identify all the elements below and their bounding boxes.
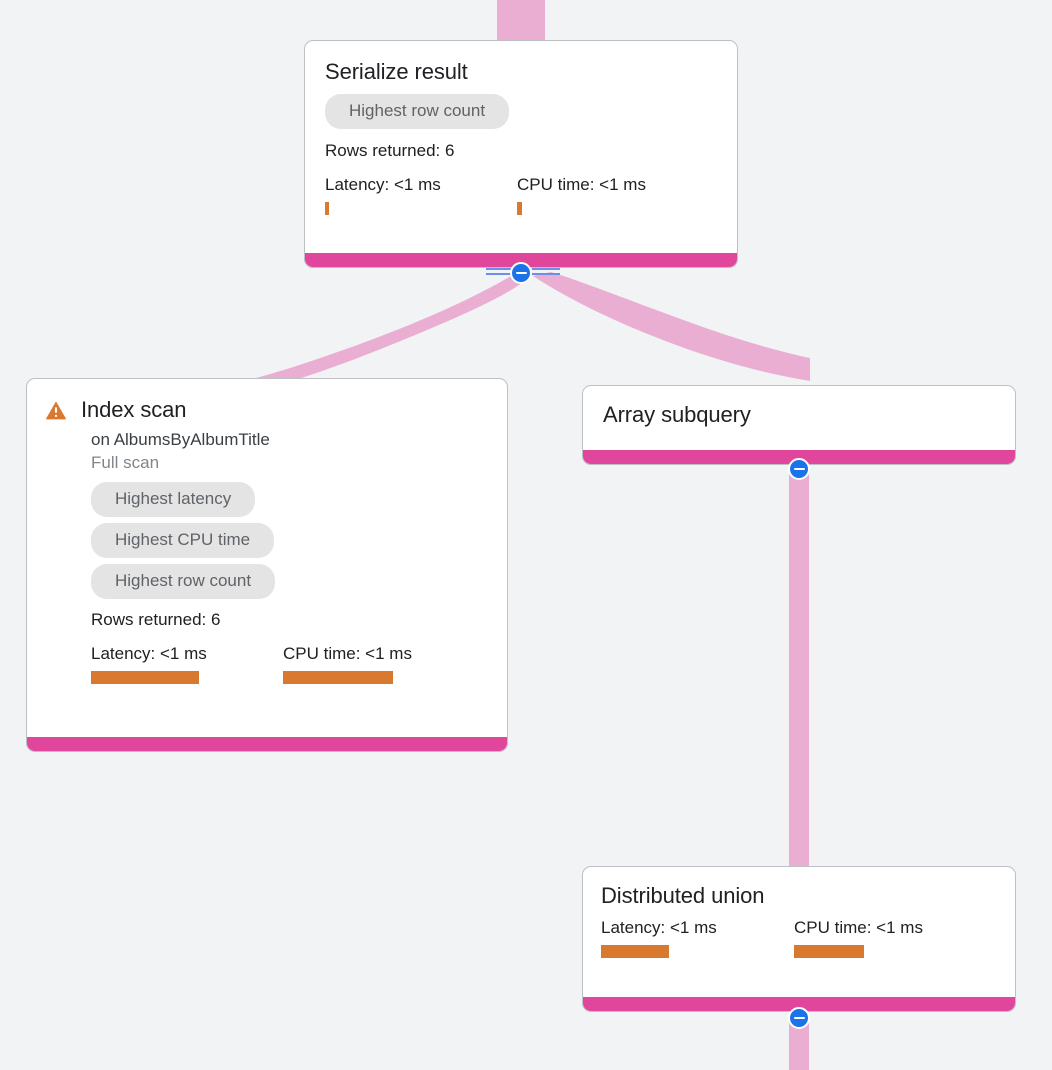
node-subtitle: on AlbumsByAlbumTitle [91, 430, 270, 449]
metric-cpu-time-bar [517, 202, 522, 215]
metric-latency: Latency: <1 ms [325, 175, 517, 215]
chip-list: Highest latency Highest CPU time Highest… [91, 482, 487, 605]
collapse-toggle-array-subquery[interactable] [788, 458, 810, 480]
chip-highest-cpu-time: Highest CPU time [91, 523, 275, 558]
node-body: Serialize result Highest row count Rows … [305, 41, 737, 231]
metric-latency-label: Latency: <1 ms [91, 644, 207, 663]
metric-cpu-time-bar [283, 671, 393, 684]
chip-list: Highest row count [325, 94, 717, 135]
node-header: Serialize result [325, 59, 717, 85]
chip-row: Highest latency [91, 482, 487, 523]
node-header: Index scan [45, 397, 487, 423]
node-body: Distributed union Latency: <1 ms CPU tim… [583, 867, 1015, 972]
node-title: Distributed union [601, 883, 765, 908]
toggle-line [532, 273, 560, 275]
chip-row: Highest CPU time [91, 523, 487, 564]
chip-highest-latency: Highest latency [91, 482, 256, 517]
metric-latency-bar [325, 202, 329, 215]
metrics-row: Latency: <1 ms CPU time: <1 ms [325, 175, 717, 215]
node-body: Array subquery [583, 386, 1015, 438]
metrics-row: Latency: <1 ms CPU time: <1 ms [601, 918, 995, 958]
chip-highest-row-count: Highest row count [91, 564, 276, 599]
metric-latency-bar [91, 671, 199, 684]
node-header: Array subquery [603, 402, 995, 428]
metric-latency-label: Latency: <1 ms [601, 918, 717, 937]
chip-highest-row-count: Highest row count [325, 94, 510, 129]
toggle-line [532, 268, 560, 270]
chip-row: Highest row count [325, 94, 717, 135]
node-title: Array subquery [603, 402, 751, 427]
metric-cpu-time-label: CPU time: <1 ms [794, 918, 923, 937]
node-subtitle-secondary: Full scan [91, 453, 160, 472]
minus-icon [793, 467, 805, 471]
node-header: Distributed union [601, 883, 995, 909]
metric-cpu-time-label: CPU time: <1 ms [517, 175, 646, 194]
edge-parent-to-serialize [497, 0, 545, 44]
metric-latency: Latency: <1 ms [91, 644, 283, 684]
metric-latency-bar [601, 945, 669, 958]
edge-serialize-to-index-scan [248, 276, 529, 381]
metric-cpu-time: CPU time: <1 ms [283, 644, 412, 684]
node-distributed-union[interactable]: Distributed union Latency: <1 ms CPU tim… [582, 866, 1016, 1012]
metric-cpu-time-bar [794, 945, 864, 958]
node-accent-bar [583, 997, 1015, 1011]
rows-returned-label: Rows returned: 6 [325, 141, 455, 160]
edge-array-subquery-to-distributed-union [789, 468, 809, 872]
warning-icon [46, 401, 66, 420]
toggle-decoration-lines-right [532, 268, 560, 275]
collapse-toggle-serialize-result[interactable] [510, 262, 532, 284]
node-title: Serialize result [325, 59, 468, 84]
metric-latency-label: Latency: <1 ms [325, 175, 441, 194]
metric-latency: Latency: <1 ms [601, 918, 794, 958]
metric-cpu-time: CPU time: <1 ms [794, 918, 923, 958]
node-index-scan[interactable]: Index scan on AlbumsByAlbumTitle Full sc… [26, 378, 508, 752]
node-title: Index scan [81, 397, 187, 422]
minus-icon [793, 1016, 805, 1020]
node-accent-bar [27, 737, 507, 751]
minus-icon [515, 271, 527, 275]
metrics-row: Latency: <1 ms CPU time: <1 ms [91, 644, 487, 684]
node-serialize-result[interactable]: Serialize result Highest row count Rows … [304, 40, 738, 268]
rows-returned-label: Rows returned: 6 [91, 610, 221, 629]
metric-cpu-time-label: CPU time: <1 ms [283, 644, 412, 663]
node-accent-bar [583, 450, 1015, 464]
edge-serialize-to-array-subquery [533, 272, 810, 381]
node-array-subquery[interactable]: Array subquery [582, 385, 1016, 465]
chip-row: Highest row count [91, 564, 487, 605]
node-accent-bar [305, 253, 737, 267]
node-body: Index scan on AlbumsByAlbumTitle Full sc… [27, 379, 507, 700]
metric-cpu-time: CPU time: <1 ms [517, 175, 646, 215]
collapse-toggle-distributed-union[interactable] [788, 1007, 810, 1029]
